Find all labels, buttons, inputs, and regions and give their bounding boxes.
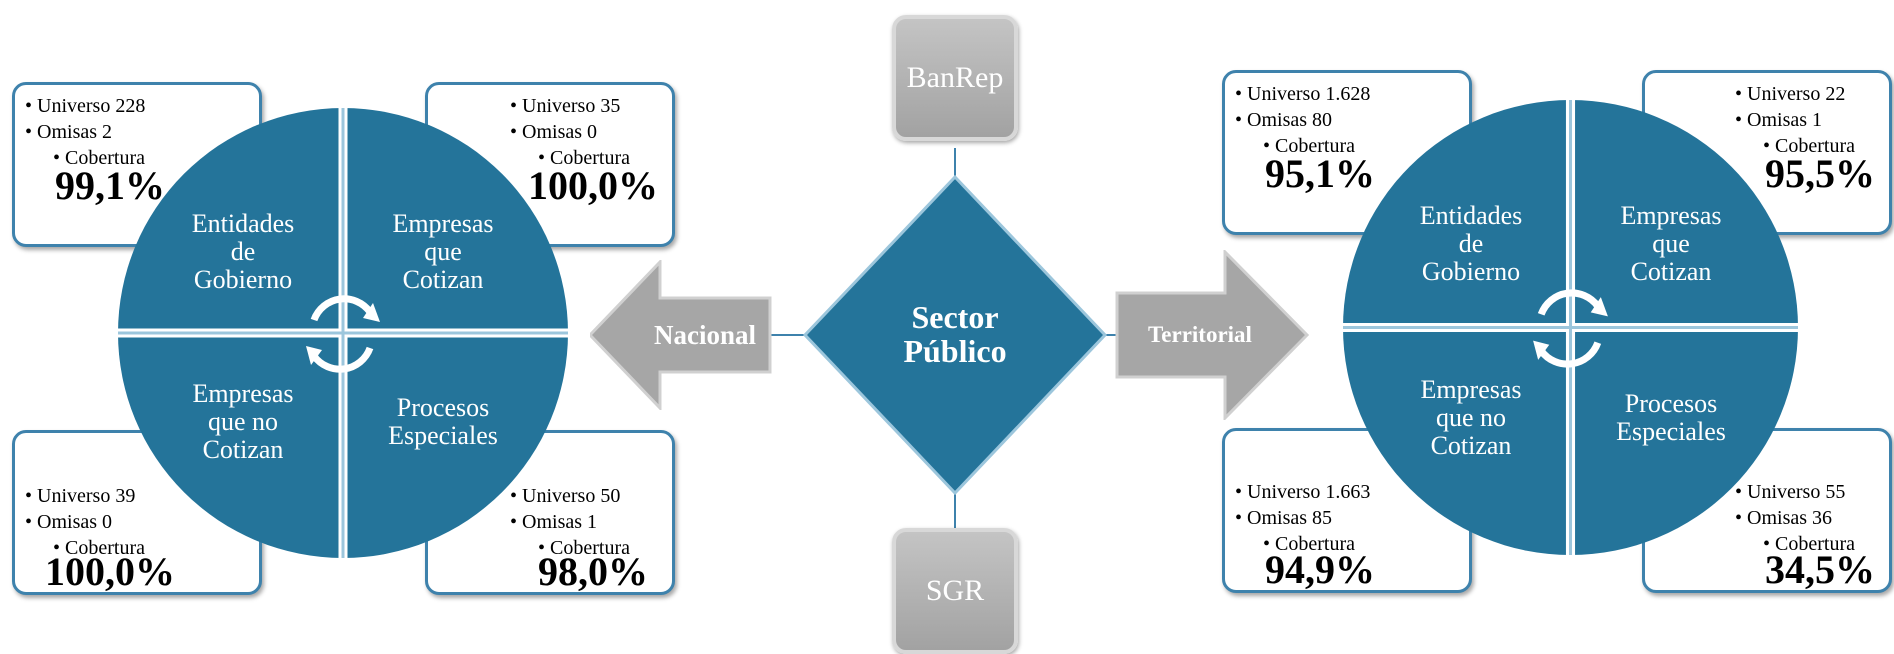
bullet-universo: • Universo 1.628 — [1235, 83, 1371, 105]
bullet-cobertura: • Cobertura — [53, 147, 145, 169]
bullet-omisas: • Omisas 2 — [25, 121, 113, 143]
bullet-cobertura: • Cobertura — [538, 537, 630, 559]
coverage-percent: 95,1% — [1265, 151, 1375, 196]
sector-publico-diamond — [802, 175, 1108, 495]
bullet-cobertura: • Cobertura — [1763, 135, 1855, 157]
coverage-percent: 99,1% — [55, 163, 165, 208]
bullet-cobertura: • Cobertura — [1763, 533, 1855, 555]
coverage-percent: 98,0% — [538, 549, 648, 594]
sgr-box: SGR — [892, 528, 1018, 654]
bullet-omisas: • Omisas 0 — [25, 511, 113, 533]
bullet-omisas: • Omisas 80 — [1235, 109, 1333, 131]
bullet-cobertura: • Cobertura — [53, 537, 145, 559]
bullet-omisas: • Omisas 85 — [1235, 507, 1333, 529]
bullet-universo: • Universo 228 — [25, 95, 146, 117]
coverage-percent: 94,9% — [1265, 547, 1375, 592]
bullet-universo: • Universo 1.663 — [1235, 481, 1371, 503]
coverage-percent: 34,5% — [1765, 547, 1875, 592]
bullet-universo: • Universo 55 — [1735, 481, 1846, 503]
bullet-universo: • Universo 22 — [1735, 83, 1846, 105]
bullet-universo: • Universo 35 — [510, 95, 621, 117]
coverage-percent: 95,5% — [1765, 151, 1875, 196]
banrep-box: BanRep — [892, 15, 1018, 141]
bullet-cobertura: • Cobertura — [1263, 533, 1355, 555]
nacional-label: Nacional — [653, 320, 756, 350]
bullet-cobertura: • Cobertura — [1263, 135, 1355, 157]
bullet-omisas: • Omisas 1 — [510, 511, 598, 533]
bullet-cobertura: • Cobertura — [538, 147, 630, 169]
nacional-arrow — [590, 260, 772, 410]
bullet-universo: • Universo 50 — [510, 485, 621, 507]
coverage-percent: 100,0% — [528, 163, 658, 208]
nacional-box-entidades-gobierno: • Universo 228 • Omisas 2 • Cobertura 99… — [12, 82, 262, 247]
territorial-arrow — [1115, 250, 1310, 420]
coverage-percent: 100,0% — [45, 549, 175, 594]
bullet-omisas: • Omisas 36 — [1735, 507, 1833, 529]
bullet-omisas: • Omisas 0 — [510, 121, 598, 143]
bullet-universo: • Universo 39 — [25, 485, 136, 507]
territorial-label: Territorial — [1148, 322, 1252, 347]
bullet-omisas: • Omisas 1 — [1735, 109, 1823, 131]
